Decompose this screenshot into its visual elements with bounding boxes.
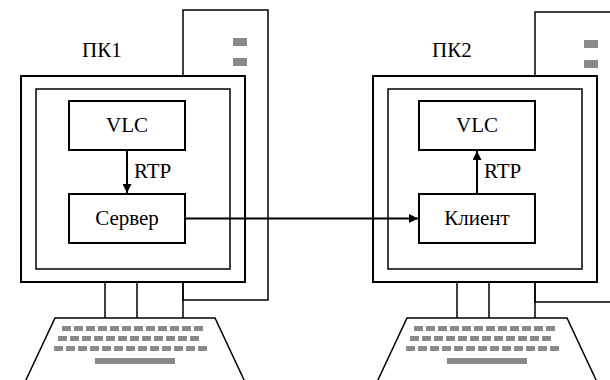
arrow-connector [186,218,418,220]
computer-name: ПК1 [82,39,122,62]
keyboard [25,318,245,380]
arrow-connector [126,151,128,193]
monitor-face [372,75,598,283]
protocol-label: RTP [483,160,522,183]
process-box: VLC [68,100,186,151]
box-label: Сервер [95,207,159,230]
process-box: Клиент [418,193,536,244]
drive-slot [584,40,598,48]
protocol-label: RTP [133,160,172,183]
drive-slot [233,58,247,66]
drive-slot [233,38,247,46]
computer-name: ПК2 [432,39,472,62]
box-label: VLC [456,114,498,137]
screen [36,89,230,269]
keyboard [377,318,597,380]
arrow-connector [476,151,478,193]
monitor-stand [105,283,535,318]
drive-slot [584,60,598,68]
process-box: VLC [418,100,536,151]
box-label: Клиент [444,207,509,230]
screen [388,89,582,269]
box-label: VLC [106,114,148,137]
monitor-face [20,75,246,283]
process-box: Сервер [68,193,186,244]
keyboard-keys [54,326,559,364]
